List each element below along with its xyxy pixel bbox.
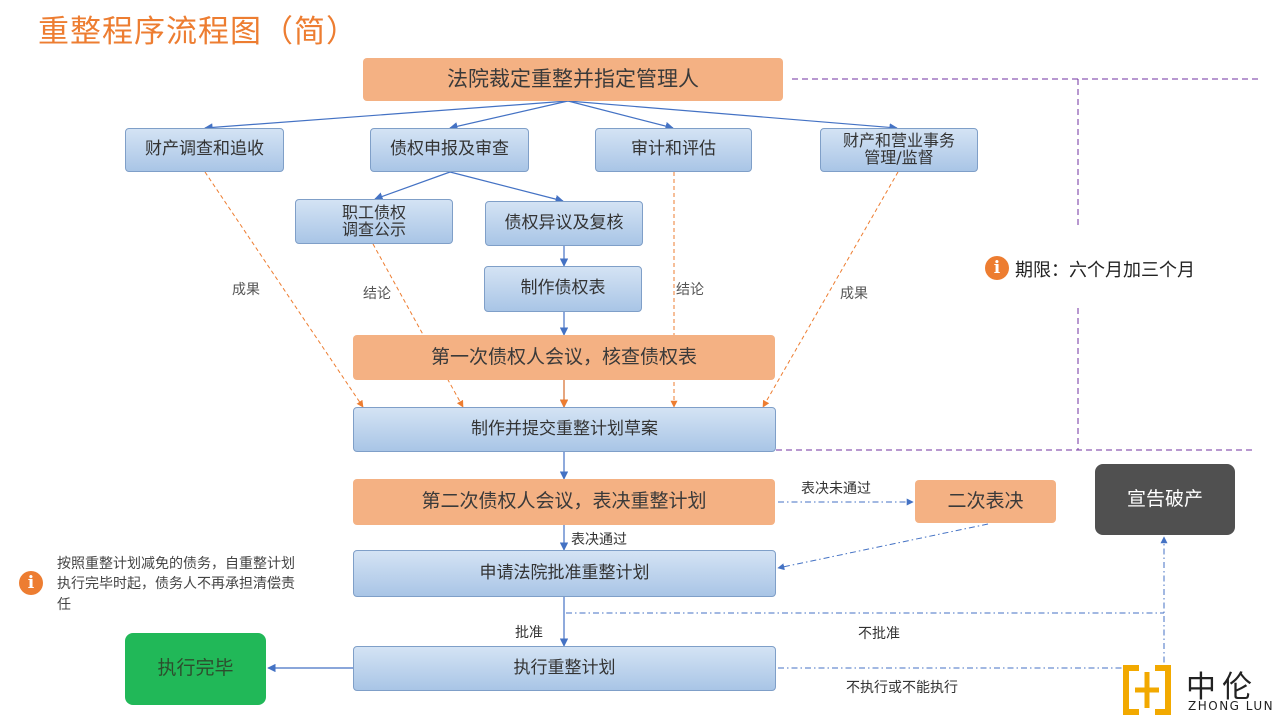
label-result-right: 成果: [840, 286, 868, 302]
label-not-approved: 不批准: [858, 626, 900, 642]
node-property-investigation: 财产调查和追收: [125, 128, 284, 172]
node-draft-plan: 制作并提交重整计划草案: [353, 407, 776, 452]
label-result-left: 成果: [232, 282, 260, 298]
node-claim-objection: 债权异议及复核: [485, 201, 643, 246]
node-execute-plan: 执行重整计划: [353, 646, 776, 691]
node-property-management: 财产和营业事务 管理/监督: [820, 128, 978, 172]
node-claim-table: 制作债权表: [484, 266, 642, 312]
page-title: 重整程序流程图（简）: [38, 14, 358, 50]
node-claim-filing: 债权申报及审查: [370, 128, 529, 172]
node-completed: 执行完毕: [125, 633, 266, 705]
zhonglun-logo-icon: [1123, 664, 1171, 716]
logo-chinese: 中伦: [1186, 670, 1258, 705]
info-icon: i: [19, 571, 43, 595]
label-conclusion-right: 结论: [676, 282, 704, 298]
dashdot-arrows: [566, 498, 1168, 669]
node-employee-claims: 职工债权 调查公示: [295, 199, 453, 244]
node-audit: 审计和评估: [595, 128, 752, 172]
node-court-approval: 申请法院批准重整计划: [353, 550, 776, 597]
node-second-meeting: 第二次债权人会议，表决重整计划: [353, 479, 775, 525]
info-icon: i: [985, 256, 1009, 280]
discharge-note: 按照重整计划减免的债务，自重整计划执行完毕时起，债务人不再承担清偿责任: [57, 556, 295, 613]
label-vote-failed: 表决未通过: [801, 481, 871, 497]
node-court-ruling: 法院裁定重整并指定管理人: [363, 58, 783, 101]
label-vote-passed: 表决通过: [571, 532, 627, 548]
node-first-meeting: 第一次债权人会议，核查债权表: [353, 335, 775, 380]
label-not-executed: 不执行或不能执行: [846, 680, 958, 696]
node-bankruptcy: 宣告破产: [1095, 464, 1235, 535]
label-conclusion-left: 结论: [363, 286, 391, 302]
logo-english: ZHONG LUN: [1188, 699, 1275, 713]
label-approved: 批准: [515, 625, 543, 641]
period-note: 期限：六个月加三个月: [1015, 260, 1195, 281]
period-bracket: [776, 78, 1260, 451]
node-second-vote: 二次表决: [915, 480, 1056, 523]
